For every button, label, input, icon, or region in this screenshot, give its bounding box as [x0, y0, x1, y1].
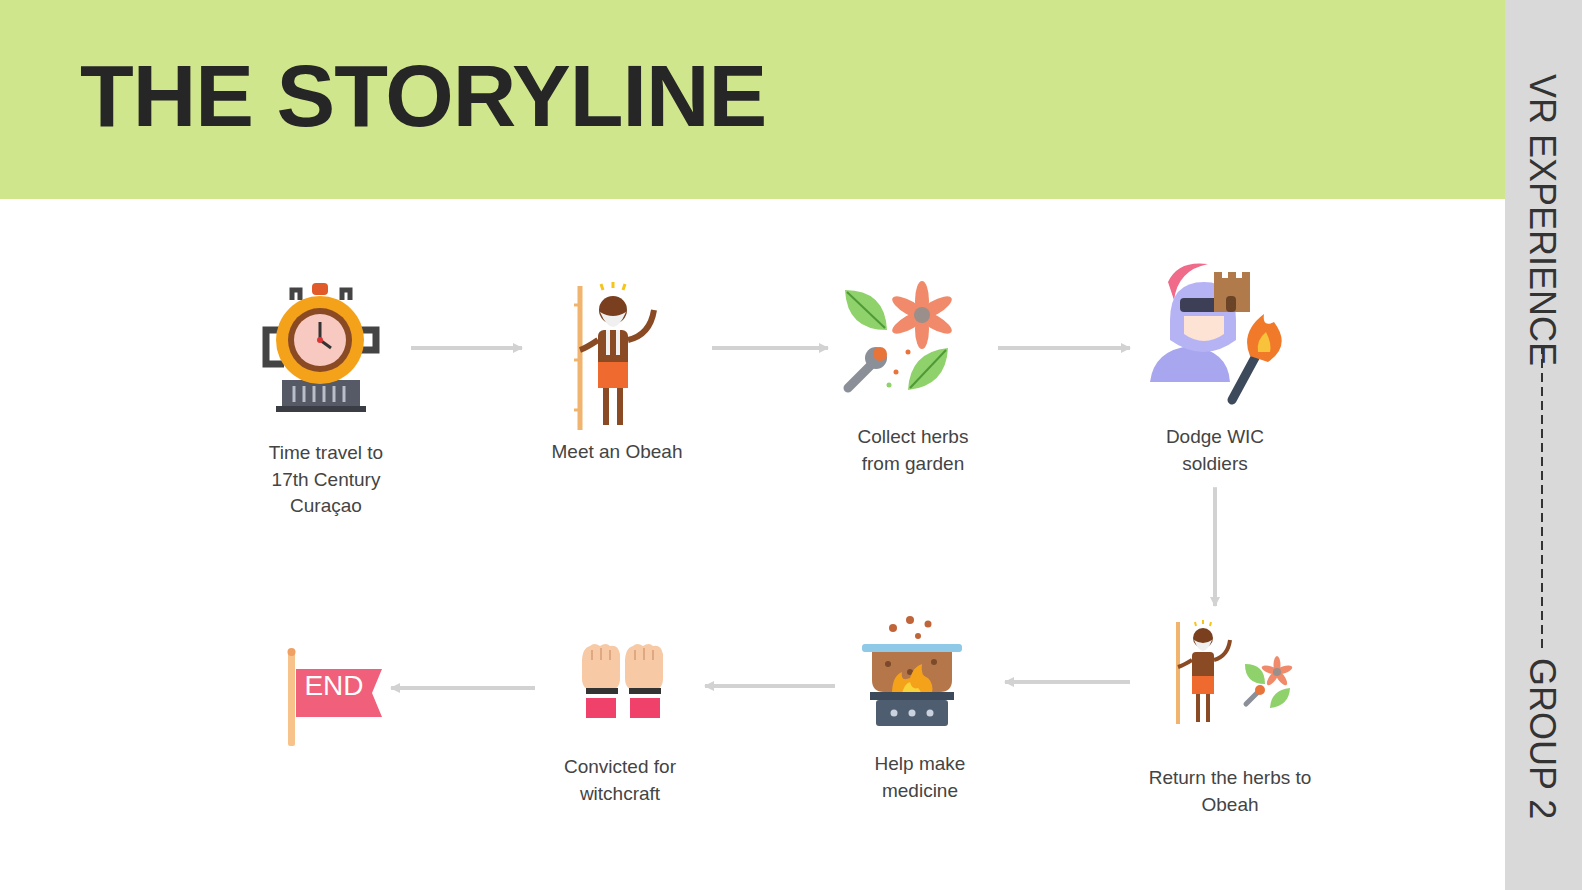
dash-line — [1541, 345, 1543, 650]
side-label: GROUP 2 — [1522, 658, 1562, 819]
flow-arrow — [1213, 487, 1217, 606]
obeah-figure — [574, 282, 654, 430]
step-caption: Time travel to 17th Century Curaçao — [251, 440, 401, 520]
step-caption: Meet an Obeah — [532, 439, 702, 466]
end-flag: END — [295, 669, 381, 717]
step-caption: Help make medicine — [845, 751, 995, 804]
flow-arrow — [712, 346, 828, 350]
herbs-icon — [845, 281, 955, 390]
time-machine-icon — [266, 283, 376, 412]
knight-icon — [1150, 263, 1282, 400]
story-step: Meet an Obeah — [532, 282, 702, 466]
bound-hands-icon — [582, 644, 663, 718]
cooking-pot-icon — [862, 616, 962, 726]
story-step: Dodge WIC soldiers — [1140, 258, 1290, 477]
story-step: Collect herbs from garden — [838, 282, 988, 477]
story-step: Return the herbs to Obeah — [1140, 616, 1320, 818]
flow-arrow — [705, 684, 835, 688]
end-flag-icon — [288, 648, 383, 746]
step-caption: Convicted for witchcraft — [545, 754, 695, 807]
flow-arrow — [1005, 680, 1130, 684]
side-label: VR EXPERIENCE — [1522, 74, 1562, 366]
flow-arrow — [998, 346, 1130, 350]
step-caption: Dodge WIC soldiers — [1140, 424, 1290, 477]
story-step: Convicted for witchcraft — [545, 636, 695, 807]
flow-arrow — [391, 686, 535, 690]
story-step: Help make medicine — [845, 612, 995, 804]
flow-arrow — [411, 346, 522, 350]
step-caption: Collect herbs from garden — [838, 424, 988, 477]
step-caption: Return the herbs to Obeah — [1140, 765, 1320, 818]
story-step: Time travel to 17th Century Curaçao — [251, 276, 401, 520]
flag-text: END — [295, 669, 373, 703]
slide-title: THE STORYLINE — [80, 48, 766, 145]
obeah-herbs-icon — [1178, 620, 1293, 724]
